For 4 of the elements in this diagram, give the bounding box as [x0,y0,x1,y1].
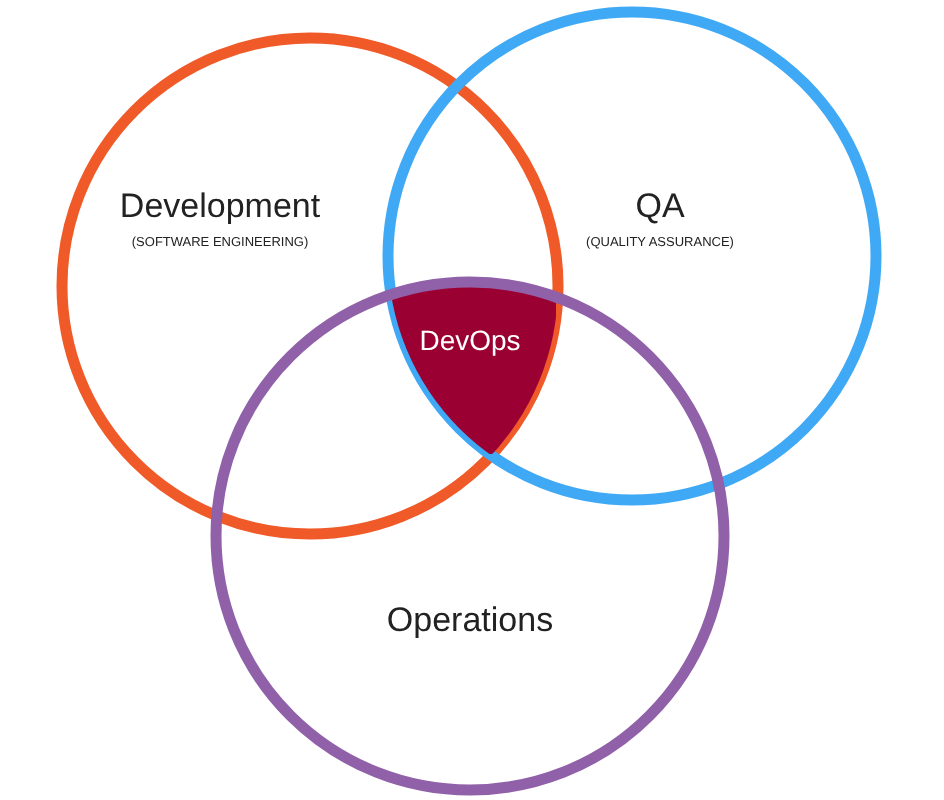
circle-label: Operations [386,603,554,637]
circle-label: DevOps [419,326,521,354]
circle-label: QA [635,189,685,223]
circle-label: Development [119,189,321,223]
